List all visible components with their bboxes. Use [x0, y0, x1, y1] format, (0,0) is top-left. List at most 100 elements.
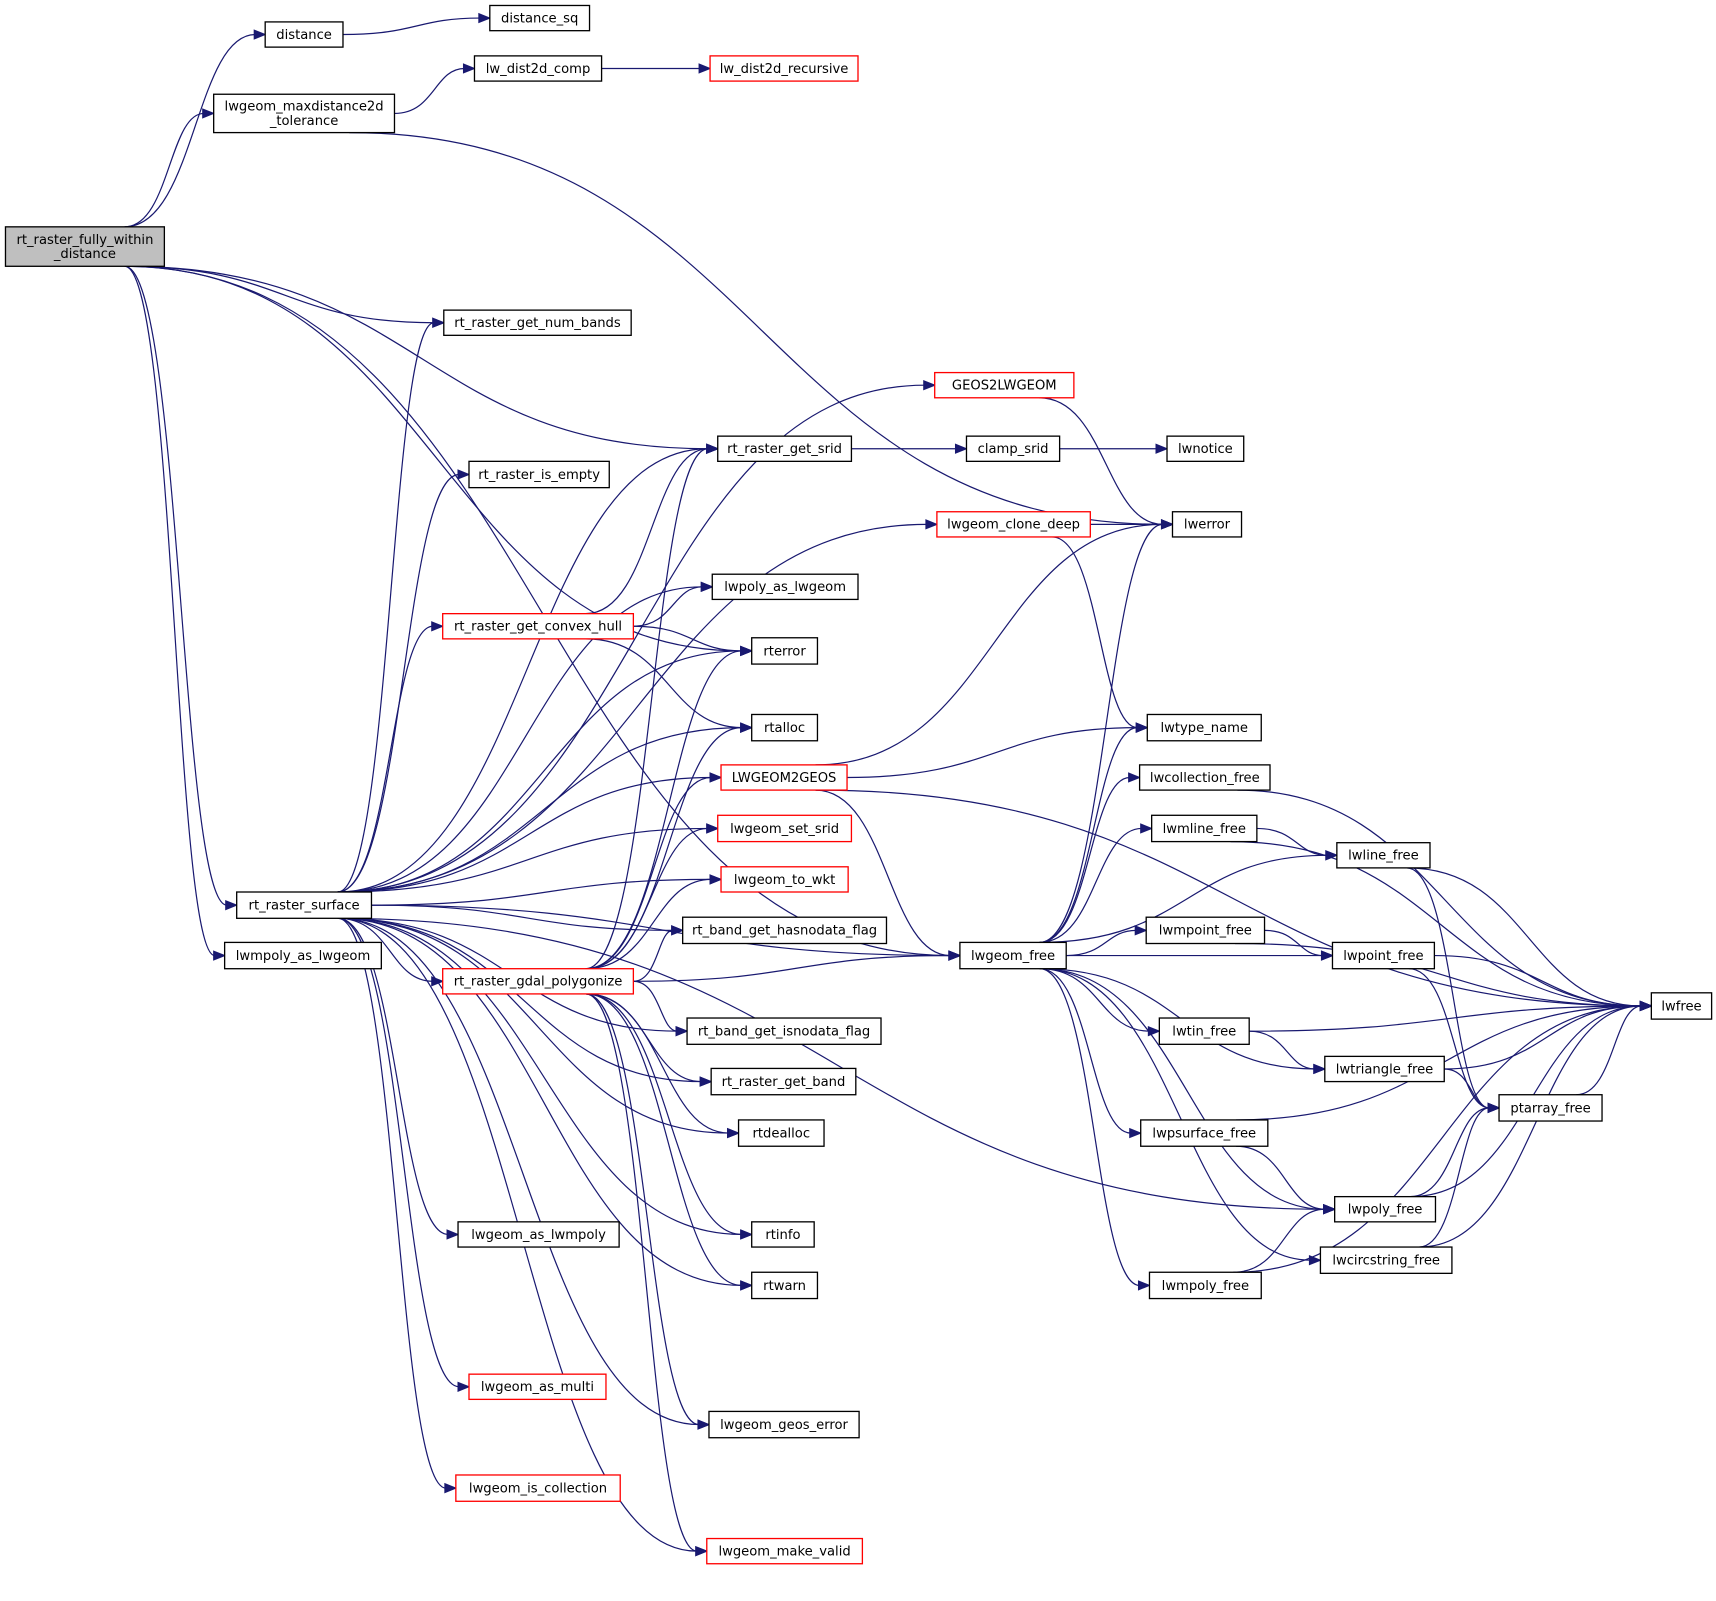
node-box[interactable]	[4, 226, 166, 267]
node-box[interactable]	[717, 435, 853, 462]
node-box[interactable]	[264, 21, 344, 48]
node-rterror[interactable]: rterror	[751, 637, 819, 665]
node-is-collection[interactable]: lwgeom_is_collection	[455, 1474, 621, 1502]
node-raster-surface[interactable]: rt_raster_surface	[236, 891, 373, 919]
node-box[interactable]	[751, 1271, 819, 1300]
node-set-srid[interactable]: lwgeom_set_srid	[717, 814, 853, 843]
node-box[interactable]	[751, 1221, 815, 1248]
node-rtalloc[interactable]: rtalloc	[751, 713, 819, 742]
node-box[interactable]	[457, 1221, 620, 1248]
node-box[interactable]	[711, 573, 859, 601]
node-box[interactable]	[682, 916, 888, 945]
node-box[interactable]	[442, 613, 635, 640]
node-box[interactable]	[473, 55, 603, 82]
node-box[interactable]	[936, 511, 1091, 538]
node-box[interactable]	[443, 309, 632, 336]
node-rtwarn[interactable]: rtwarn	[751, 1271, 819, 1300]
node-box[interactable]	[442, 968, 635, 995]
node-lwmpoint-free[interactable]: lwmpoint_free	[1145, 916, 1266, 945]
node-box[interactable]	[1334, 1195, 1437, 1223]
node-box[interactable]	[223, 941, 382, 970]
node-as-multi[interactable]: lwgeom_as_multi	[468, 1373, 607, 1401]
node-distance-sq[interactable]: distance_sq	[489, 4, 591, 32]
node-lwcollection-free[interactable]: lwcollection_free	[1138, 764, 1271, 791]
node-box[interactable]	[236, 891, 373, 919]
node-box[interactable]	[1336, 842, 1431, 869]
node-lwcircstring-free[interactable]: lwcircstring_free	[1319, 1246, 1453, 1275]
node-box[interactable]	[737, 1119, 825, 1147]
node-box[interactable]	[455, 1474, 621, 1502]
node-isnodata[interactable]: rt_band_get_isnodata_flag	[686, 1017, 882, 1045]
node-box[interactable]	[717, 814, 853, 843]
node-box[interactable]	[720, 764, 848, 791]
node-box[interactable]	[1324, 1055, 1445, 1083]
node-box[interactable]	[468, 1373, 607, 1401]
node-box[interactable]	[706, 1537, 864, 1565]
node-lwpsurface-free[interactable]: lwpsurface_free	[1140, 1119, 1269, 1147]
node-lwtin-free[interactable]: lwtin_free	[1158, 1017, 1250, 1045]
node-lwtriangle-free[interactable]: lwtriangle_free	[1324, 1055, 1445, 1083]
node-lwmline-free[interactable]: lwmline_free	[1151, 814, 1258, 843]
node-box[interactable]	[1650, 992, 1713, 1020]
node-box[interactable]	[751, 637, 819, 665]
node-lwnotice[interactable]: lwnotice	[1166, 435, 1245, 462]
node-convex-hull[interactable]: rt_raster_get_convex_hull	[442, 613, 635, 640]
node-lwline-free[interactable]: lwline_free	[1336, 842, 1431, 869]
node-ptarray-free[interactable]: ptarray_free	[1498, 1094, 1603, 1122]
node-lwpoly-free[interactable]: lwpoly_free	[1334, 1195, 1437, 1223]
node-box[interactable]	[213, 93, 396, 134]
node-box[interactable]	[1158, 1017, 1250, 1045]
node-lwmpoly-free[interactable]: lwmpoly_free	[1148, 1271, 1262, 1300]
node-box[interactable]	[489, 4, 591, 32]
node-rtinfo[interactable]: rtinfo	[751, 1221, 815, 1248]
node-clone-deep[interactable]: lwgeom_clone_deep	[936, 511, 1091, 538]
node-box[interactable]	[1151, 814, 1258, 843]
node-lwtype-name[interactable]: lwtype_name	[1146, 713, 1262, 742]
node-box[interactable]	[934, 371, 1075, 399]
node-box[interactable]	[1319, 1246, 1453, 1275]
node-lw-dist2d-comp[interactable]: lw_dist2d_comp	[473, 55, 603, 82]
node-box[interactable]	[708, 1410, 860, 1439]
node-box[interactable]	[710, 1067, 857, 1096]
node-box[interactable]	[468, 460, 610, 489]
node-distance[interactable]: distance	[264, 21, 344, 48]
node-lwgeom2geos[interactable]: LWGEOM2GEOS	[720, 764, 848, 791]
node-box[interactable]	[1171, 511, 1243, 538]
node-lwgeom-free[interactable]: lwgeom_free	[959, 941, 1067, 970]
node-lwfree[interactable]: lwfree	[1650, 992, 1713, 1020]
node-box[interactable]	[965, 435, 1061, 462]
node-box[interactable]	[751, 713, 819, 742]
node-lwpoint-free[interactable]: lwpoint_free	[1331, 941, 1436, 970]
node-box[interactable]	[1148, 1271, 1262, 1300]
node-box[interactable]	[1331, 941, 1436, 970]
node-geos2lwgeom[interactable]: GEOS2LWGEOM	[934, 371, 1075, 399]
node-lw-dist2d-recursive[interactable]: lw_dist2d_recursive	[709, 55, 859, 82]
node-get-srid[interactable]: rt_raster_get_srid	[717, 435, 853, 462]
node-make-valid[interactable]: lwgeom_make_valid	[706, 1537, 864, 1565]
node-maxdist[interactable]: lwgeom_maxdistance2d_tolerance	[213, 93, 396, 134]
node-hasnodata[interactable]: rt_band_get_hasnodata_flag	[682, 916, 888, 945]
node-box[interactable]	[709, 55, 859, 82]
node-lwerror[interactable]: lwerror	[1171, 511, 1243, 538]
node-box[interactable]	[1140, 1119, 1269, 1147]
node-to-wkt[interactable]: lwgeom_to_wkt	[720, 866, 849, 893]
node-get-num-bands[interactable]: rt_raster_get_num_bands	[443, 309, 632, 336]
node-polygonize[interactable]: rt_raster_gdal_polygonize	[442, 968, 635, 995]
node-get-band[interactable]: rt_raster_get_band	[710, 1067, 857, 1096]
node-box[interactable]	[959, 941, 1067, 970]
node-box[interactable]	[1145, 916, 1266, 945]
node-clamp-srid[interactable]: clamp_srid	[965, 435, 1061, 462]
node-lwmpoly-as-lwgeom[interactable]: lwmpoly_as_lwgeom	[223, 941, 382, 970]
node-box[interactable]	[1498, 1094, 1603, 1122]
node-lwpoly-as-lwgeom[interactable]: lwpoly_as_lwgeom	[711, 573, 859, 601]
node-box[interactable]	[1146, 713, 1262, 742]
node-box[interactable]	[686, 1017, 882, 1045]
node-box[interactable]	[1166, 435, 1245, 462]
node-rtdealloc[interactable]: rtdealloc	[737, 1119, 825, 1147]
node-box[interactable]	[720, 866, 849, 893]
node-geos-error[interactable]: lwgeom_geos_error	[708, 1410, 860, 1439]
node-as-lwmpoly[interactable]: lwgeom_as_lwmpoly	[457, 1221, 620, 1248]
node-root[interactable]: rt_raster_fully_within_distance	[4, 226, 166, 267]
node-box[interactable]	[1138, 764, 1271, 791]
node-is-empty[interactable]: rt_raster_is_empty	[468, 460, 610, 489]
